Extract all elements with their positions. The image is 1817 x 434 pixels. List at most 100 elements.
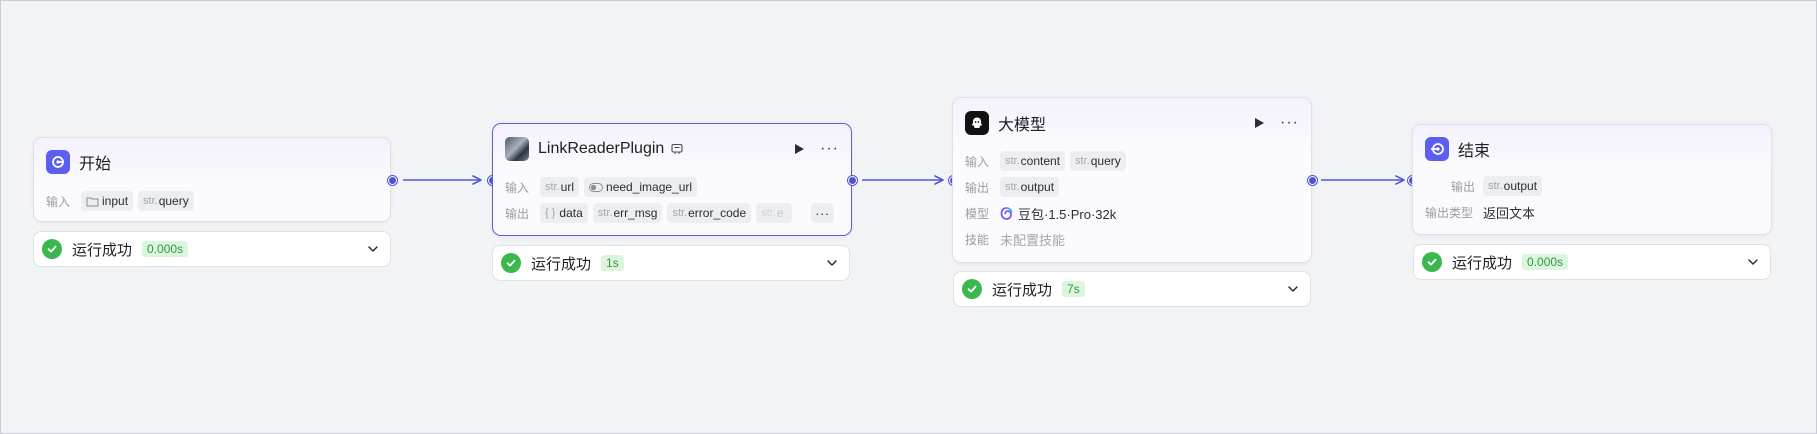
skill-label: 技能 [965,232,990,247]
plugin-badge-icon [671,143,683,154]
input-label: 输入 [965,154,990,169]
start-node[interactable]: 开始 输入 input str. query [33,137,391,222]
end-icon [1425,137,1449,161]
end-node-title: 结束 [1458,143,1491,160]
type-prefix: str. [761,207,776,219]
param-name: input [102,194,129,208]
param-tag: str. query [1070,151,1126,171]
plugin-node-title: LinkReaderPlugin [538,140,665,157]
param-name: need_image_url [606,180,693,194]
llm-input-row: 输入 str. content str. query [965,148,1299,174]
plugin-thumbnail-icon [505,137,529,161]
param-name: e [776,206,784,220]
param-tag: input [81,191,134,211]
chevron-down-icon[interactable] [366,242,380,256]
more-params-button[interactable]: ··· [811,203,834,223]
output-label: 输出 [965,180,990,195]
doubao-logo-icon [1000,206,1013,220]
success-check-icon [42,239,62,259]
type-prefix: str. [597,207,613,219]
llm-model-row: 模型 豆包·1.5·Pro·32k [965,200,1299,226]
success-check-icon [1422,252,1442,272]
param-name: output [1503,179,1538,193]
llm-output-port[interactable] [1308,176,1317,185]
param-tag: str. err_msg [592,203,663,223]
param-name: query [1090,154,1121,168]
llm-node[interactable]: 大模型 ··· 输入 str. content str. query [952,97,1312,263]
chevron-down-icon[interactable] [825,256,839,270]
llm-icon [965,111,989,135]
start-node-title: 开始 [79,156,112,173]
status-text: 运行成功 [72,241,133,259]
output-label: 输出 [1450,179,1475,194]
chevron-down-icon[interactable] [1286,282,1300,296]
param-tag: str. content [1000,151,1066,171]
toggle-icon [589,182,604,192]
skill-value: 未配置技能 [1000,232,1066,248]
param-name: output [1020,180,1055,194]
llm-output-row: 输出 str. output [965,174,1299,200]
status-text: 运行成功 [992,281,1053,299]
type-prefix: str. [1075,155,1090,167]
param-tag: { } data [540,203,588,223]
start-icon [46,150,70,174]
status-time-badge: 0.000s [142,241,189,257]
start-status-bar[interactable]: 运行成功 0.000s [33,231,391,267]
plugin-node-header: LinkReaderPlugin ··· [493,124,851,174]
success-check-icon [501,253,521,273]
type-prefix: str. [1005,181,1020,193]
input-label: 输入 [505,180,530,195]
param-name: content [1020,154,1061,168]
output-type-value: 返回文本 [1483,205,1536,221]
status-text: 运行成功 [1452,254,1513,272]
output-type-label: 输出类型 [1425,205,1474,220]
start-output-port[interactable] [388,176,397,185]
plugin-output-port[interactable] [848,176,857,185]
param-tag: str. output [1000,177,1060,197]
end-status-bar[interactable]: 运行成功 0.000s [1413,244,1771,280]
param-name: url [560,180,575,194]
end-output-type-row: 输出类型 返回文本 [1425,199,1759,225]
end-node[interactable]: 结束 输出 str. output 输出类型 返回文本 [1412,124,1772,235]
plugin-status-bar[interactable]: 运行成功 1s [492,245,850,281]
param-tag: str. error_code [667,203,752,223]
output-label: 输出 [505,206,530,221]
type-prefix: { } [545,207,556,219]
status-time-badge: 7s [1062,281,1085,297]
more-options-button[interactable]: ··· [820,140,839,157]
param-name: data [559,206,583,220]
type-prefix: str. [1488,180,1503,192]
status-time-badge: 0.000s [1522,254,1569,270]
type-prefix: str. [143,195,158,207]
plugin-output-row: 输出 { } data str. err_msg str. error_code… [505,200,839,226]
llm-node-title: 大模型 [998,117,1047,134]
param-tag-truncated: str. e [756,203,793,223]
llm-node-header: 大模型 ··· [953,98,1311,148]
chevron-down-icon[interactable] [1746,255,1760,269]
plugin-node[interactable]: LinkReaderPlugin ··· 输入 str. url need_im… [492,123,852,236]
play-icon [1254,118,1264,128]
param-tag: str. output [1483,176,1543,196]
run-node-button[interactable] [792,142,806,156]
plugin-input-row: 输入 str. url need_image_url [505,174,839,200]
model-label: 模型 [965,206,990,221]
llm-status-bar[interactable]: 运行成功 7s [953,271,1311,307]
status-time-badge: 1s [601,255,624,271]
end-output-row: 输出 str. output [1425,173,1759,199]
run-node-button[interactable] [1252,116,1266,130]
input-label: 输入 [46,194,71,209]
llm-skill-row: 技能 未配置技能 [965,226,1299,252]
status-text: 运行成功 [531,255,592,273]
more-options-button[interactable]: ··· [1280,114,1299,131]
play-icon [794,144,804,154]
success-check-icon [962,279,982,299]
folder-icon [86,197,99,206]
param-tag: str. query [138,191,194,211]
type-prefix: str. [1005,155,1020,167]
start-node-header: 开始 [34,138,390,186]
param-name: error_code [688,206,747,220]
param-tag: need_image_url [584,177,698,197]
start-input-row: 输入 input str. query [46,188,378,214]
model-name: 豆包·1.5·Pro·32k [1018,206,1117,222]
